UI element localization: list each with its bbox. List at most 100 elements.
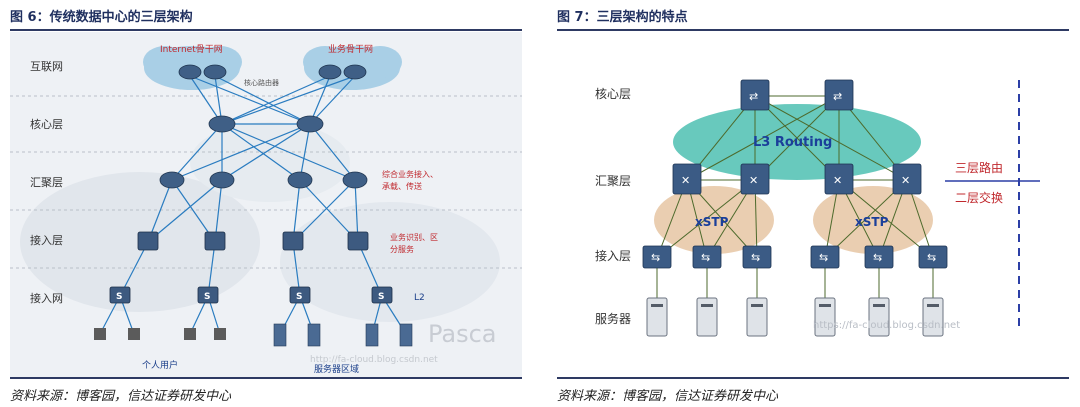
top-rule bbox=[557, 29, 1069, 31]
l3-routing-side-label: 三层路由 bbox=[955, 160, 1003, 175]
access-note-1: 业务识别、区 bbox=[390, 232, 438, 242]
core-switch-icon bbox=[824, 79, 854, 111]
xstp-zone-right bbox=[813, 186, 933, 254]
svg-text:S: S bbox=[296, 292, 302, 302]
user-icon bbox=[214, 328, 226, 340]
watermark-text: Pasca bbox=[428, 320, 497, 348]
user-icon bbox=[184, 328, 196, 340]
svg-text:S: S bbox=[116, 292, 122, 302]
figure-6-title: 图 6：传统数据中心的三层架构 bbox=[10, 10, 193, 25]
svg-text:⇆: ⇆ bbox=[751, 251, 760, 264]
watermark-url: http://fa-cloud.blog.csdn.net bbox=[310, 355, 438, 365]
user-icon bbox=[94, 328, 106, 340]
figure-7-title: 图 7：三层架构的特点 bbox=[557, 10, 688, 25]
users-label: 个人用户 bbox=[142, 359, 178, 371]
aggregation-switch-icon bbox=[672, 163, 702, 195]
server-icon bbox=[399, 323, 413, 347]
svg-text:⇆: ⇆ bbox=[701, 251, 710, 264]
layer-label-access-net: 接入网 bbox=[30, 292, 63, 305]
three-tier-features-diagram: 核心层 汇聚层 接入层 服务器 bbox=[557, 32, 1069, 377]
figure-6-panel: 图 6：传统数据中心的三层架构 互联网 核心层 汇聚层 接入层 接入网 Inte… bbox=[10, 0, 530, 407]
aggregation-router-icon bbox=[342, 171, 368, 189]
servers-label: 服务器区域 bbox=[314, 363, 359, 375]
svg-text:⇆: ⇆ bbox=[927, 251, 936, 264]
svg-text:S: S bbox=[378, 292, 384, 302]
svg-text:⇄: ⇄ bbox=[833, 90, 842, 103]
layer-label-aggregation: 汇聚层 bbox=[30, 176, 63, 189]
l2-switching-side-label: 二层交换 bbox=[955, 190, 1003, 205]
access-switch-icon bbox=[347, 231, 369, 251]
access-switch-icon bbox=[282, 231, 304, 251]
bottom-rule bbox=[557, 377, 1069, 379]
aggregation-switch-icon bbox=[740, 163, 770, 195]
aggregation-router-icon bbox=[159, 171, 185, 189]
svg-text:⇆: ⇆ bbox=[819, 251, 828, 264]
aggregation-switch-icon bbox=[824, 163, 854, 195]
edge-switch-icon bbox=[197, 286, 219, 304]
router-icon bbox=[343, 64, 367, 80]
l2-label: L2 bbox=[414, 293, 425, 303]
aggregation-switch-icon bbox=[892, 163, 922, 195]
layer-label-server: 服务器 bbox=[595, 311, 631, 326]
server-icon bbox=[273, 323, 287, 347]
server-icon bbox=[868, 297, 890, 337]
edge-switch-icon bbox=[289, 286, 311, 304]
l3-routing-zone bbox=[673, 104, 921, 180]
server-icon bbox=[696, 297, 718, 337]
svg-text:✕: ✕ bbox=[901, 174, 910, 187]
svg-text:S: S bbox=[204, 292, 210, 302]
router-icon bbox=[178, 64, 202, 80]
service-cloud-label: 业务骨干网 bbox=[328, 43, 373, 55]
xstp-left-label: xSTP bbox=[695, 215, 729, 229]
server-icon bbox=[365, 323, 379, 347]
layer-label-core: 核心层 bbox=[595, 87, 631, 101]
edge-switch-icon bbox=[109, 286, 131, 304]
layer-label-aggregation: 汇聚层 bbox=[595, 174, 631, 188]
router-icon bbox=[203, 64, 227, 80]
core-router-icon bbox=[208, 115, 236, 133]
edge-switch-icon bbox=[371, 286, 393, 304]
access-switch-icon bbox=[742, 245, 772, 269]
figure-6-source: 资料来源：博客园，信达证券研发中心 bbox=[10, 389, 232, 404]
access-switch-icon bbox=[204, 231, 226, 251]
access-note-2: 分服务 bbox=[390, 244, 414, 254]
layer-label-internet: 互联网 bbox=[30, 60, 63, 73]
access-switch-icon bbox=[918, 245, 948, 269]
server-icon bbox=[922, 297, 944, 337]
aggregation-note-2: 承载、传送 bbox=[382, 181, 422, 191]
access-switch-icon bbox=[642, 245, 672, 269]
server-icon bbox=[746, 297, 768, 337]
layer-label-access: 接入层 bbox=[595, 248, 631, 263]
svg-text:✕: ✕ bbox=[749, 174, 758, 187]
figure-7-panel: 图 7：三层架构的特点 核心层 汇聚层 接入层 服务器 bbox=[557, 0, 1077, 407]
svg-text:⇆: ⇆ bbox=[873, 251, 882, 264]
svg-text:✕: ✕ bbox=[681, 174, 690, 187]
three-tier-diagram: 互联网 核心层 汇聚层 接入层 接入网 Internet骨干网 业务骨干网 核心… bbox=[10, 32, 522, 377]
l3-routing-label: L3 Routing bbox=[753, 135, 832, 150]
svg-text:✕: ✕ bbox=[833, 174, 842, 187]
svg-text:⇆: ⇆ bbox=[651, 251, 660, 264]
server-icon bbox=[646, 297, 668, 337]
access-switch-icon bbox=[810, 245, 840, 269]
figure-7-source: 资料来源：博客园，信达证券研发中心 bbox=[557, 389, 779, 404]
watermark-url: https://fa-cloud.blog.csdn.net bbox=[813, 320, 960, 331]
aggregation-router-icon bbox=[209, 171, 235, 189]
svg-text:⇄: ⇄ bbox=[749, 90, 758, 103]
core-router-icon bbox=[296, 115, 324, 133]
access-switch-icon bbox=[692, 245, 722, 269]
internet-cloud-label: Internet骨干网 bbox=[160, 44, 223, 55]
user-icon bbox=[128, 328, 140, 340]
layer-label-core: 核心层 bbox=[30, 117, 63, 131]
core-switch-icon bbox=[740, 79, 770, 111]
layer-label-access: 接入层 bbox=[30, 234, 63, 247]
access-switch-icon bbox=[864, 245, 894, 269]
top-rule bbox=[10, 29, 522, 31]
server-icon bbox=[307, 323, 321, 347]
core-router-label: 核心路由器 bbox=[244, 78, 279, 87]
aggregation-router-icon bbox=[287, 171, 313, 189]
access-switch-icon bbox=[137, 231, 159, 251]
xstp-right-label: xSTP bbox=[855, 215, 889, 229]
aggregation-note-1: 综合业务接入、 bbox=[382, 169, 438, 179]
server-icon bbox=[814, 297, 836, 337]
router-icon bbox=[318, 64, 342, 80]
